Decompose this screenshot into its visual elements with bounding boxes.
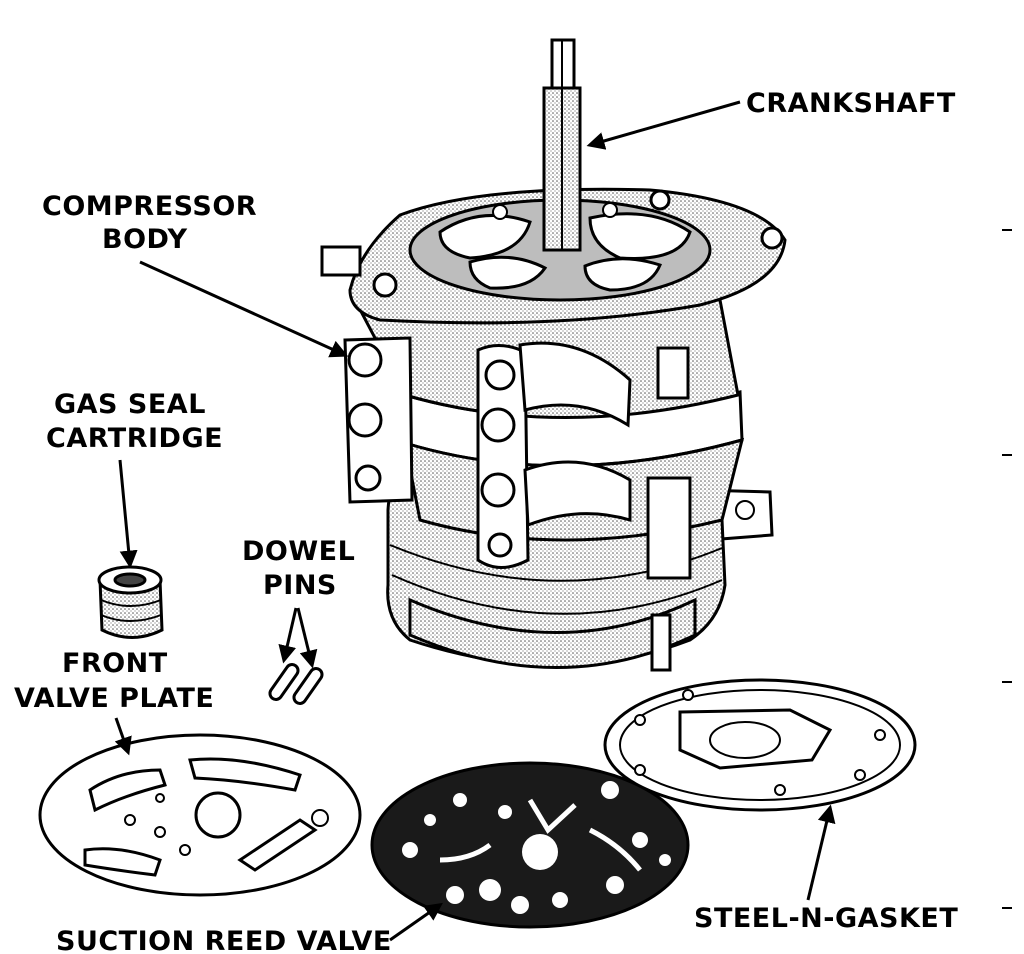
leader-suction-reed [389, 902, 443, 942]
label-gas-seal-line1: GAS SEAL [54, 389, 206, 420]
leader-crankshaft [586, 100, 741, 150]
leader-steel-gasket [806, 804, 836, 901]
label-front-valve-line1: FRONT [62, 648, 168, 679]
label-dowel-line1: DOWEL [242, 536, 355, 567]
left-port-bosses [343, 336, 414, 504]
leader-gas-seal [118, 459, 138, 569]
leader-dowel-a [278, 607, 298, 664]
label-dowel-line2: PINS [263, 570, 337, 601]
label-compressor-body-line2: BODY [102, 224, 188, 255]
leader-lines [114, 100, 836, 942]
label-compressor-body-line1: COMPRESSOR [42, 191, 257, 222]
label-front-valve-line2: VALVE PLATE [14, 683, 214, 714]
leader-dowel-b [296, 607, 318, 669]
leader-front-valve [114, 717, 132, 756]
label-steel-n-gasket: STEEL-N-GASKET [694, 903, 958, 934]
front-valve-plate-part [38, 733, 362, 897]
label-crankshaft: CRANKSHAFT [746, 88, 956, 119]
front-port-bosses [476, 341, 632, 569]
steel-n-gasket-part [603, 678, 917, 812]
gas-seal-cartridge-part [97, 565, 164, 639]
callout-labels: CRANKSHAFT COMPRESSOR BODY GAS SEAL CART… [14, 88, 958, 954]
compressor-assembly [320, 38, 787, 672]
dowel-pins-part [268, 663, 324, 705]
suction-reed-valve-part [370, 761, 690, 929]
margin-ticks [1002, 229, 1012, 909]
leader-compressor-body [139, 260, 349, 358]
label-gas-seal-line2: CARTRIDGE [46, 423, 223, 454]
label-suction-reed-valve: SUCTION REED VALVE [56, 926, 392, 954]
